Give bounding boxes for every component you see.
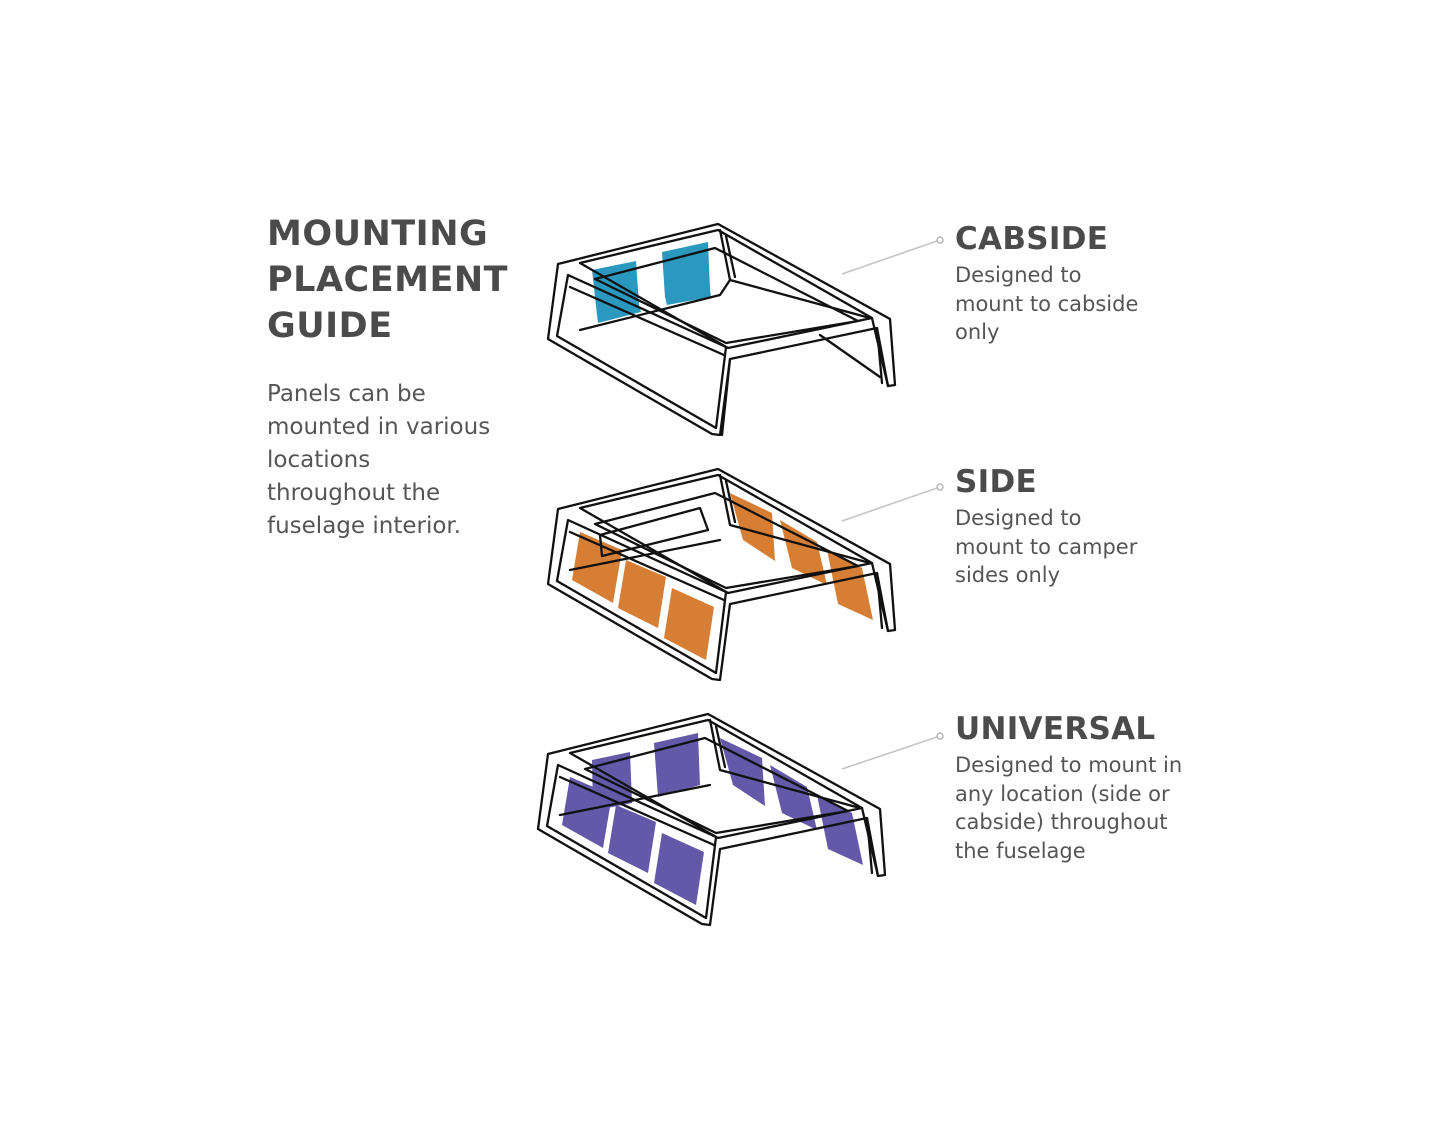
side-panel-right-1 — [730, 493, 775, 561]
canopy-frame — [546, 222, 897, 437]
universal-panel-left-3 — [654, 833, 704, 905]
universal-panel-right-2 — [770, 765, 817, 830]
guide-title-line-3: GUIDE — [267, 306, 393, 346]
side-label: SIDE Designed to mount to camper sides o… — [955, 462, 1205, 590]
cabside-title: CABSIDE — [955, 221, 1109, 257]
side-leader-line — [841, 487, 938, 522]
side-leader-dot — [936, 483, 944, 491]
side-diagram — [546, 467, 944, 682]
universal-leader-line — [841, 736, 938, 770]
universal-panel-right-3 — [817, 795, 863, 865]
guide-title: MOUNTING PLACEMENT GUIDE — [267, 211, 508, 349]
universal-panel-left-2 — [608, 805, 656, 873]
guide-title-line-1: MOUNTING — [267, 214, 489, 254]
universal-panel-right-1 — [720, 738, 765, 806]
side-panel-left-2 — [618, 560, 666, 628]
cabside-leader-line — [841, 240, 938, 275]
cabside-leader-dot — [936, 236, 944, 244]
canopy-frame-universal — [536, 712, 887, 927]
side-panel-left-3 — [664, 588, 714, 660]
universal-description: Designed to mount in any location (side … — [955, 753, 1183, 863]
side-description: Designed to mount to camper sides only — [955, 506, 1138, 587]
guide-title-line-2: PLACEMENT — [267, 260, 509, 300]
universal-leader-dot — [936, 732, 944, 740]
intro-text: Panels can be mounted in various locatio… — [267, 381, 491, 539]
cabside-description: Designed to mount to cabside only — [955, 263, 1139, 344]
universal-panels — [562, 733, 863, 905]
universal-label: UNIVERSAL Designed to mount in any locat… — [955, 709, 1205, 865]
side-title: SIDE — [955, 464, 1037, 500]
cabside-diagram — [546, 222, 944, 437]
side-panel-right-3 — [827, 550, 873, 620]
canopy-frame-side — [546, 467, 897, 682]
side-panel-right-2 — [780, 520, 827, 585]
universal-diagram — [536, 712, 944, 927]
universal-title: UNIVERSAL — [955, 711, 1156, 747]
cabside-label: CABSIDE Designed to mount to cabside onl… — [955, 219, 1205, 347]
cabside-panel-1 — [592, 261, 641, 323]
